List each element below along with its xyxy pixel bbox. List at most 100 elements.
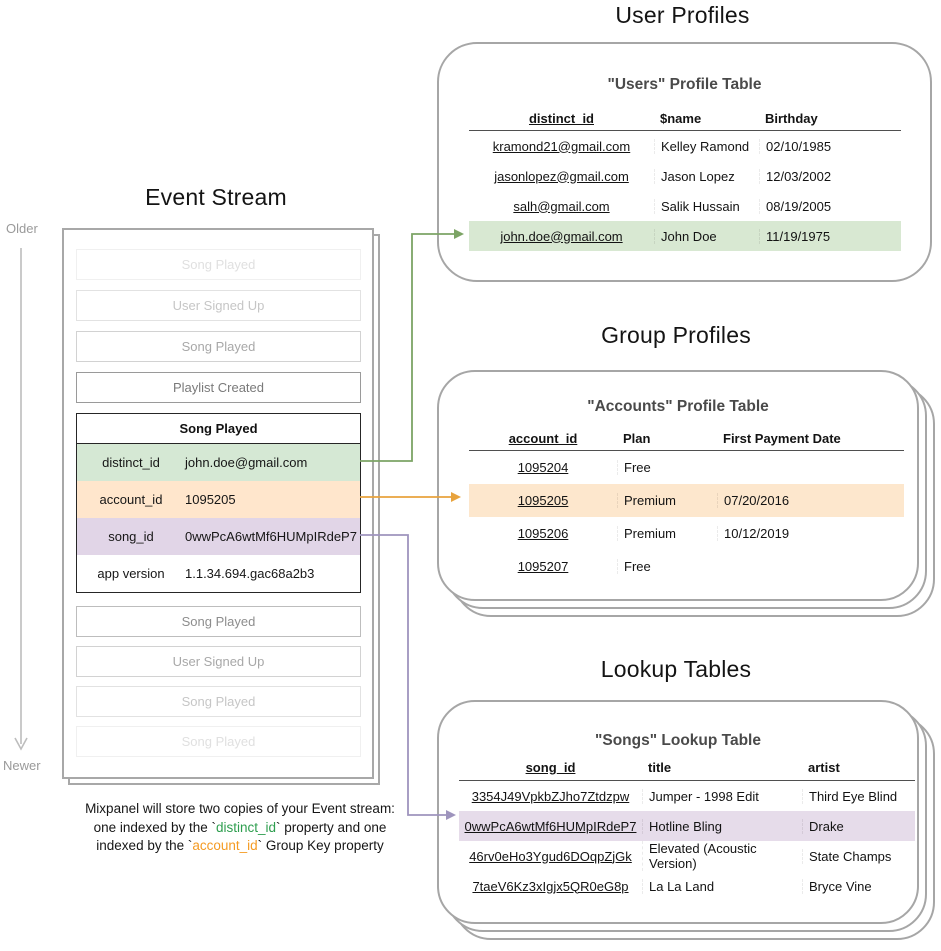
account-id: 1095206	[517, 526, 569, 541]
diagram-caption: Mixpanel will store two copies of your E…	[20, 800, 460, 856]
song-title: Hotline Bling	[642, 818, 802, 834]
caption-line-3: indexed by the `account_id` Group Key pr…	[20, 837, 460, 856]
accounts-row-highlighted: 1095205 Premium 07/20/2016	[469, 484, 904, 517]
account-plan: Free	[617, 460, 717, 475]
property-value: 0wwPcA6wtMf6HUMpIRdeP7	[185, 529, 357, 544]
song-id: 0wwPcA6wtMf6HUMpIRdeP7	[464, 818, 637, 834]
distinct-id-property-row: distinct_id john.doe@gmail.com	[77, 444, 360, 481]
account-id: 1095204	[517, 460, 569, 475]
accounts-row: 1095207 Free	[469, 550, 904, 583]
user-name: Kelley Ramond	[654, 138, 759, 154]
songs-row-highlighted: 0wwPcA6wtMf6HUMpIRdeP7 Hotline Bling Dra…	[459, 811, 915, 841]
song-id: 46rv0eHo3Ygud6DOqpZjGk	[469, 848, 632, 864]
event-item: Song Played	[76, 686, 361, 717]
caption-line-2: one indexed by the `distinct_id` propert…	[20, 819, 460, 838]
song-id: 3354J49VpkbZJho7Ztdzpw	[471, 788, 630, 804]
songs-lookup-card: "Songs" Lookup Table song_id title artis…	[437, 700, 919, 924]
newer-label: Newer	[3, 758, 41, 773]
user-birthday: 12/03/2002	[759, 168, 901, 184]
users-row: jasonlopez@gmail.com Jason Lopez 12/03/2…	[469, 161, 901, 191]
event-item: Song Played	[76, 331, 361, 362]
songs-table-header: song_id title artist	[459, 754, 915, 781]
songs-table-title: "Songs" Lookup Table	[595, 732, 761, 749]
users-row-highlighted: john.doe@gmail.com John Doe 11/19/1975	[469, 221, 901, 251]
song-id: 7taeV6Kz3xIgjx5QR0eG8p	[472, 878, 629, 894]
property-value: 1.1.34.694.gac68a2b3	[185, 566, 315, 581]
user-distinct-id: john.doe@gmail.com	[500, 228, 623, 244]
users-table-header: distinct_id $name Birthday	[469, 106, 901, 131]
account-id: 1095207	[517, 559, 569, 574]
event-item: Playlist Created	[76, 372, 361, 403]
users-row: kramond21@gmail.com Kelley Ramond 02/10/…	[469, 131, 901, 161]
user-distinct-id: kramond21@gmail.com	[492, 138, 631, 154]
user-name: Jason Lopez	[654, 168, 759, 184]
older-label: Older	[6, 221, 38, 236]
accounts-table-title: "Accounts" Profile Table	[587, 398, 769, 415]
account-id-property-row: account_id 1095205	[77, 481, 360, 518]
accounts-table-header: account_id Plan First Payment Date	[469, 426, 904, 451]
col-header-birthday: Birthday	[765, 110, 818, 126]
songs-row: 46rv0eHo3Ygud6DOqpZjGk Elevated (Acousti…	[459, 841, 915, 871]
account-plan: Premium	[617, 526, 717, 541]
col-header-artist: artist	[808, 759, 840, 775]
distinct-id-token: distinct_id	[215, 819, 277, 835]
accounts-row: 1095206 Premium 10/12/2019	[469, 517, 904, 550]
property-key: app version	[97, 566, 165, 581]
col-header-plan: Plan	[623, 430, 651, 446]
user-birthday: 02/10/1985	[759, 138, 901, 154]
songs-row: 3354J49VpkbZJho7Ztdzpw Jumper - 1998 Edi…	[459, 781, 915, 811]
caption-text: indexed by the `	[96, 838, 193, 853]
col-header-song-id: song_id	[525, 759, 576, 775]
song-title: La La Land	[642, 878, 802, 894]
songs-table: song_id title artist 3354J49VpkbZJho7Ztd…	[459, 754, 915, 901]
event-item: Song Played	[76, 606, 361, 637]
caption-line-1: Mixpanel will store two copies of your E…	[85, 801, 395, 816]
users-profile-card: "Users" Profile Table distinct_id $name …	[437, 42, 932, 282]
expanded-event-card: Song Played distinct_id john.doe@gmail.c…	[76, 413, 361, 593]
song-title: Elevated (Acoustic Version)	[642, 841, 802, 871]
event-item: User Signed Up	[76, 646, 361, 677]
event-item: User Signed Up	[76, 290, 361, 321]
account-id-token: account_id	[192, 838, 258, 853]
property-key: distinct_id	[102, 455, 160, 470]
user-birthday: 08/19/2005	[759, 198, 901, 214]
users-table-title: "Users" Profile Table	[607, 76, 762, 93]
account-plan: Free	[617, 559, 717, 574]
col-header-first-payment-date: First Payment Date	[723, 430, 841, 446]
user-name: John Doe	[654, 228, 759, 244]
song-artist: Bryce Vine	[802, 878, 915, 894]
caption-text: ` Group Key property	[257, 838, 384, 853]
col-header-account-id: account_id	[508, 430, 578, 446]
lookup-tables-title: Lookup Tables	[600, 656, 752, 682]
event-stream-card: Song Played User Signed Up Song Played P…	[62, 228, 374, 779]
col-header-title: title	[648, 759, 672, 775]
property-value: 1095205	[185, 492, 236, 507]
account-plan: Premium	[617, 493, 717, 508]
song-id-property-row: song_id 0wwPcA6wtMf6HUMpIRdeP7	[77, 518, 360, 555]
user-birthday: 11/19/1975	[759, 228, 901, 244]
user-distinct-id: salh@gmail.com	[513, 198, 610, 214]
songs-row: 7taeV6Kz3xIgjx5QR0eG8p La La Land Bryce …	[459, 871, 915, 901]
account-first-payment-date: 07/20/2016	[717, 493, 904, 508]
account-first-payment-date: 10/12/2019	[717, 526, 904, 541]
accounts-row: 1095204 Free	[469, 451, 904, 484]
col-header-name: $name	[660, 110, 702, 126]
expanded-event-name: Song Played	[77, 414, 360, 444]
group-profiles-title: Group Profiles	[601, 322, 751, 348]
accounts-profile-card: "Accounts" Profile Table account_id Plan…	[437, 370, 919, 601]
users-row: salh@gmail.com Salik Hussain 08/19/2005	[469, 191, 901, 221]
event-item: Song Played	[76, 249, 361, 280]
song-artist: Third Eye Blind	[802, 788, 915, 804]
event-item: Song Played	[76, 726, 361, 757]
song-title: Jumper - 1998 Edit	[642, 788, 802, 804]
song-artist: State Champs	[802, 848, 915, 864]
user-profiles-title: User Profiles	[615, 2, 750, 28]
app-version-property-row: app version 1.1.34.694.gac68a2b3	[77, 555, 360, 592]
col-header-distinct-id: distinct_id	[528, 110, 594, 126]
timeline-arrow	[14, 248, 28, 751]
user-name: Salik Hussain	[654, 198, 759, 214]
property-value: john.doe@gmail.com	[185, 455, 308, 470]
users-table: distinct_id $name Birthday kramond21@gma…	[469, 106, 901, 251]
user-distinct-id: jasonlopez@gmail.com	[494, 168, 629, 184]
